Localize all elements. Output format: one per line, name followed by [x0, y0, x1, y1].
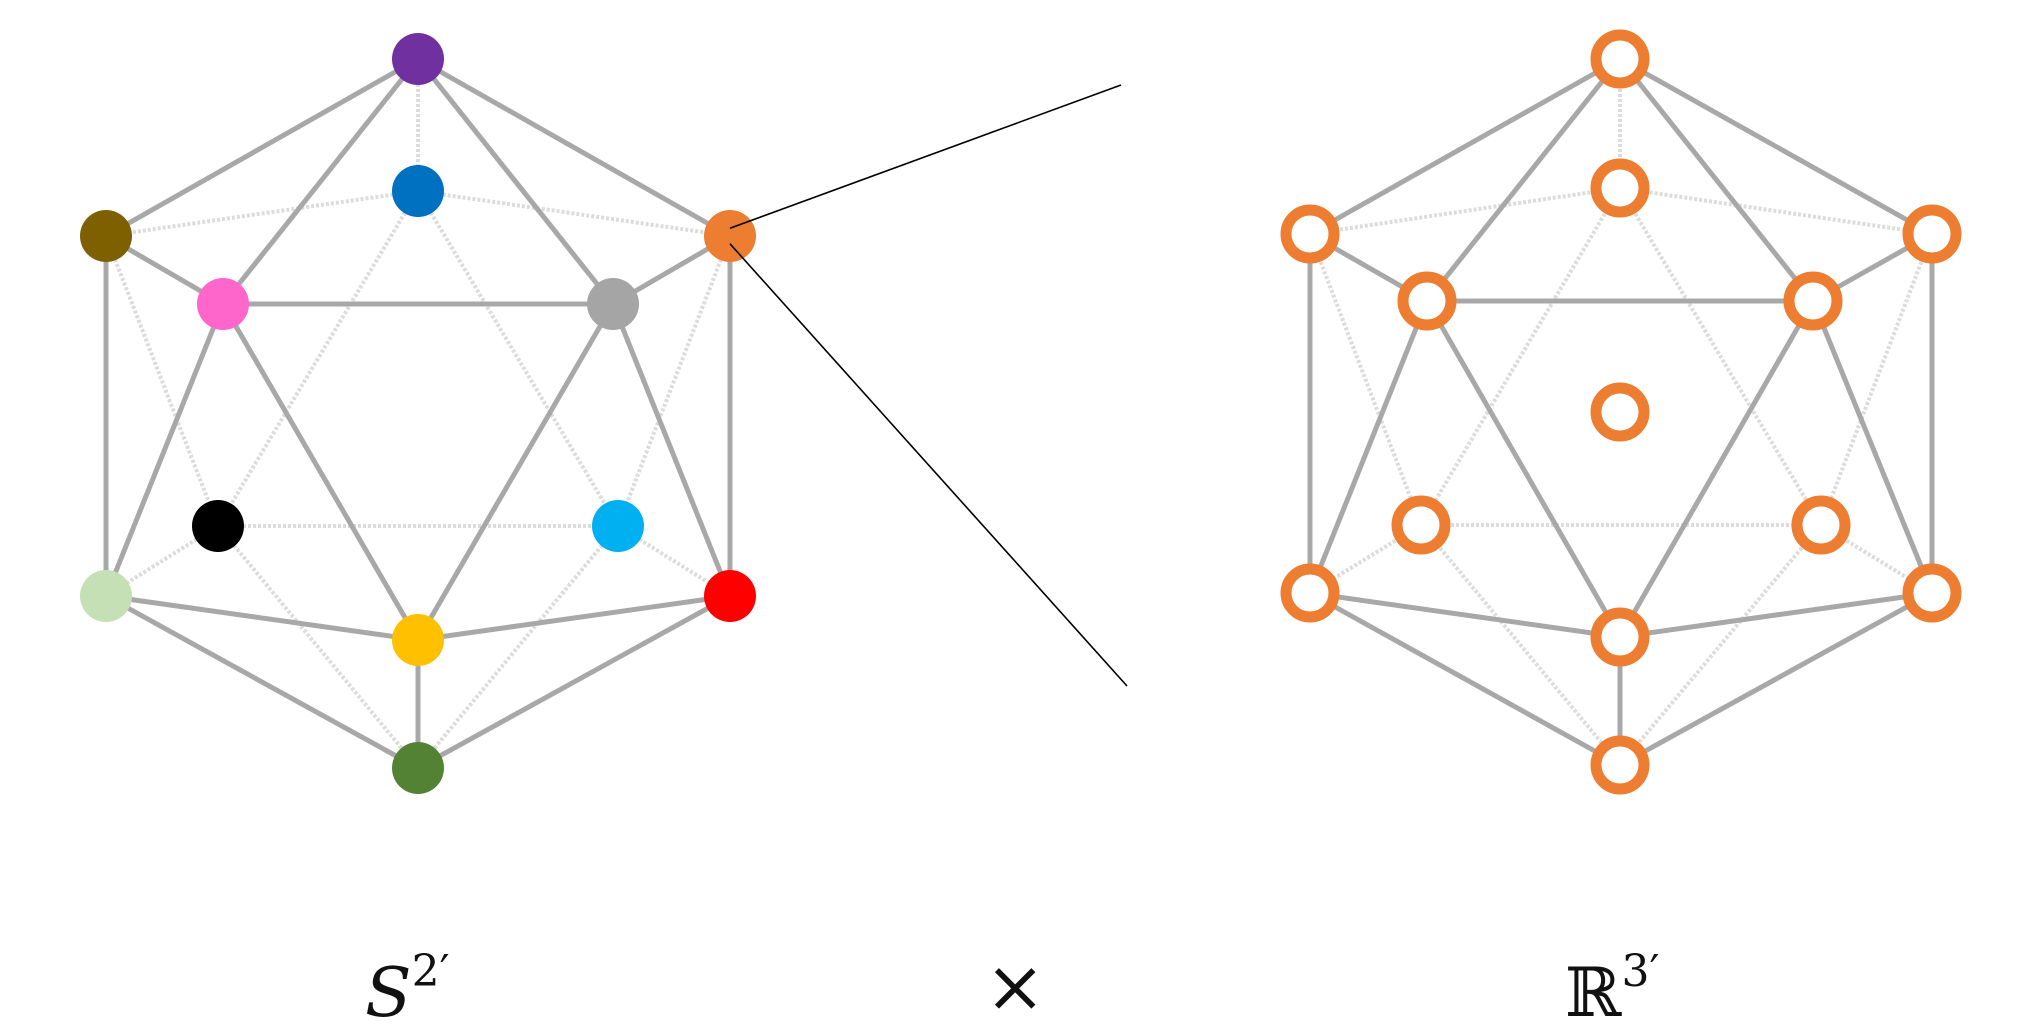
node-upper-front-left	[197, 278, 249, 330]
ring-bottom	[1590, 735, 1650, 795]
front-edge	[415, 56, 733, 239]
front-edge	[220, 301, 421, 643]
front-edge	[1307, 590, 1623, 640]
zoom-lines	[729, 84, 1128, 687]
front-edge	[1617, 590, 1935, 768]
front-edge	[103, 593, 421, 643]
node-lower-back-right	[592, 500, 644, 552]
back-edge	[216, 189, 420, 528]
back-edge	[1618, 523, 1823, 767]
node-upper-right	[704, 210, 756, 262]
real-space-symbol: ℝ	[1565, 954, 1622, 1033]
node-bottom	[392, 742, 444, 794]
front-edge	[1307, 56, 1623, 237]
ring-upper-back	[1590, 158, 1650, 218]
front-edge	[415, 301, 616, 643]
sphere-label: S2′	[365, 950, 450, 1028]
front-edge	[415, 56, 616, 307]
back-edge	[104, 235, 220, 527]
back-edge	[1419, 523, 1622, 767]
back-edge	[1819, 233, 1934, 526]
ring-upper-left	[1280, 204, 1340, 264]
back-edge	[1619, 186, 1933, 236]
front-edge	[103, 56, 421, 239]
back-edge	[616, 235, 732, 527]
front-edge	[1424, 298, 1623, 640]
front-edge	[1810, 298, 1935, 596]
back-edge	[1308, 233, 1423, 526]
node-top	[392, 33, 444, 85]
front-edge	[1307, 590, 1623, 768]
ring-lower-right	[1902, 563, 1962, 623]
sphere-superscript: 2′	[411, 946, 450, 997]
ring-center	[1590, 382, 1650, 442]
back-edge	[1309, 186, 1621, 236]
back-edge	[416, 189, 620, 528]
front-edge	[1617, 56, 1816, 304]
front-edge	[1424, 56, 1623, 304]
node-lower-back-left	[192, 500, 244, 552]
front-edge	[1307, 298, 1430, 596]
ring-lower-front	[1590, 607, 1650, 667]
zoom-line-lower	[729, 243, 1128, 687]
times-symbol: ×	[985, 944, 1046, 1028]
sphere-symbol: S	[365, 954, 412, 1033]
ring-lower-left	[1280, 563, 1340, 623]
real-space-label: ℝ3′	[1565, 950, 1660, 1028]
zoom-line-upper	[729, 84, 1122, 229]
node-lower-left	[80, 570, 132, 622]
real-space-superscript: 3′	[1621, 946, 1660, 997]
back-edge	[105, 189, 419, 238]
front-edge	[220, 56, 421, 307]
back-edge	[417, 189, 731, 238]
back-edge	[216, 524, 420, 770]
node-lower-front	[392, 614, 444, 666]
left-icosahedron	[80, 33, 756, 794]
back-edge	[416, 524, 620, 770]
back-edge	[1618, 186, 1823, 527]
ring-upper-front-left	[1397, 271, 1457, 331]
front-edge	[103, 301, 226, 599]
node-upper-back	[392, 165, 444, 217]
front-edge	[1617, 590, 1935, 640]
front-edge	[415, 593, 733, 771]
ring-lower-back-right	[1791, 495, 1851, 555]
front-edge	[415, 593, 733, 643]
ring-upper-front-right	[1783, 271, 1843, 331]
right-icosahedron	[1280, 29, 1962, 795]
node-upper-front-right	[587, 278, 639, 330]
node-lower-right	[704, 570, 756, 622]
front-edge	[1617, 56, 1935, 237]
front-edge	[103, 593, 421, 771]
node-upper-left	[80, 210, 132, 262]
ring-upper-right	[1902, 204, 1962, 264]
ring-top	[1590, 29, 1650, 89]
front-edge	[1617, 298, 1816, 640]
ring-lower-back-left	[1391, 495, 1451, 555]
front-edge	[610, 301, 733, 599]
back-edge	[1419, 186, 1622, 527]
